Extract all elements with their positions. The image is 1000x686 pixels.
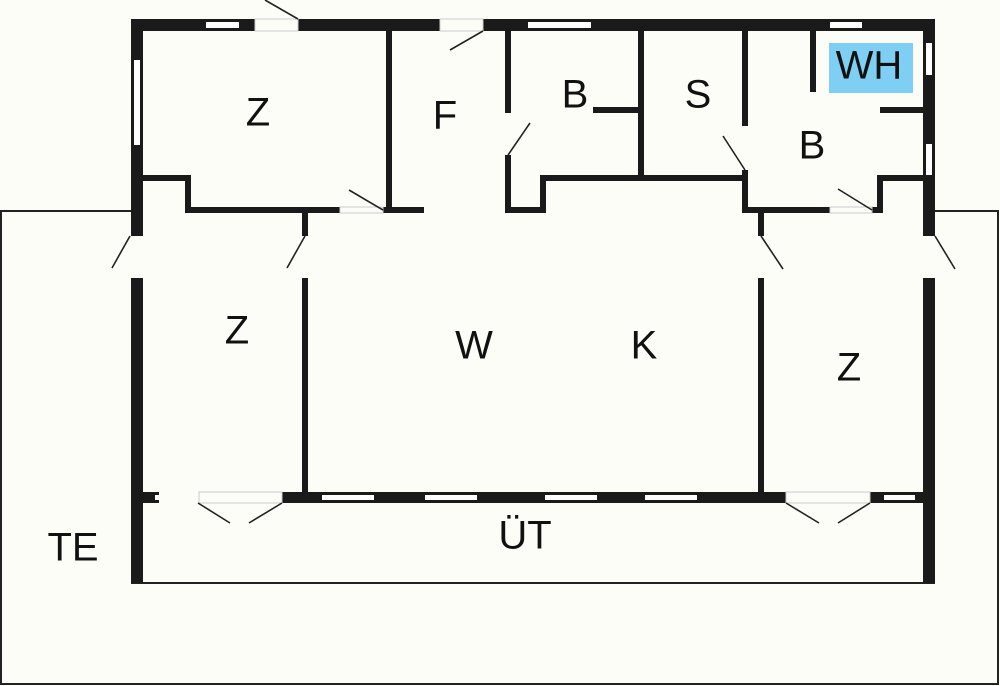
room-label-b2: B	[799, 124, 826, 168]
wh-highlight	[829, 43, 913, 93]
terrace-outline	[0, 210, 999, 685]
room-label-z2: Z	[225, 309, 249, 353]
room-labels: Z F B S WH B Z W K Z ÜT TE	[47, 44, 902, 570]
room-label-f: F	[433, 94, 457, 138]
room-label-z1: Z	[246, 91, 270, 135]
room-label-wh: WH	[836, 44, 903, 88]
room-label-k: K	[631, 324, 658, 368]
room-label-w: W	[455, 324, 493, 368]
room-label-z3: Z	[837, 346, 861, 390]
room-label-s: S	[685, 73, 712, 117]
room-label-ut: ÜT	[498, 514, 551, 558]
house-floor	[131, 19, 935, 583]
room-label-b1: B	[562, 73, 589, 117]
room-label-te: TE	[47, 526, 98, 570]
door-swings[interactable]	[111, 0, 956, 524]
